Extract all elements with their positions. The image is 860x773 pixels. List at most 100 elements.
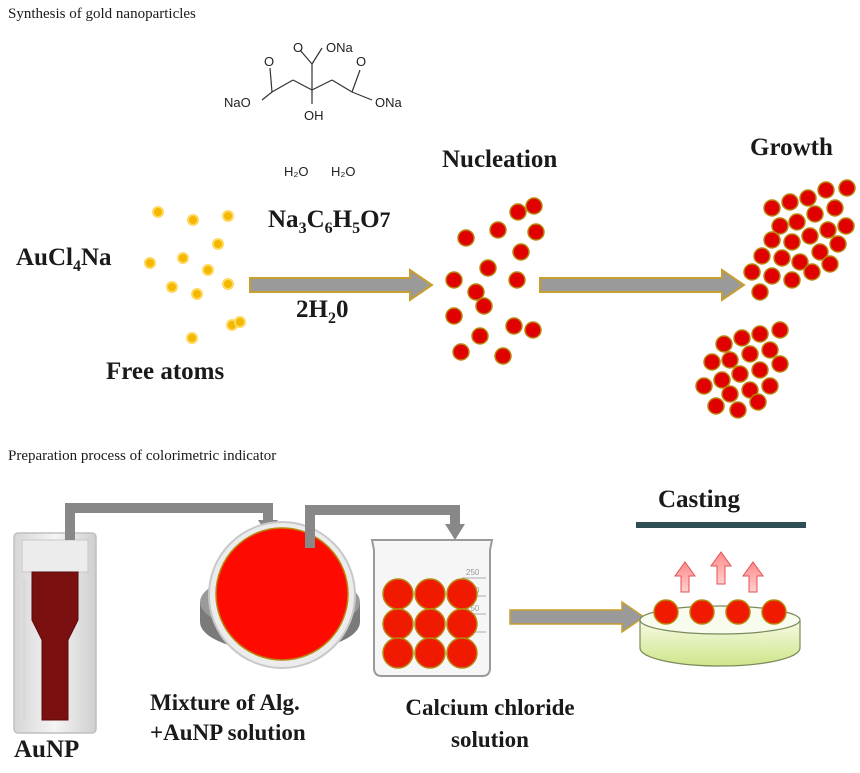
nucleus-particle bbox=[505, 317, 523, 335]
aunp-label: AuNP bbox=[14, 736, 80, 763]
gold-atom bbox=[187, 214, 199, 226]
water-sub: 2 bbox=[327, 310, 336, 327]
citrate-label: O bbox=[293, 40, 303, 55]
nucleus-particle bbox=[471, 327, 489, 345]
growth-particle bbox=[788, 213, 806, 231]
preparation-section-title: Preparation process of colorimetric indi… bbox=[8, 448, 277, 464]
growth-particle bbox=[715, 335, 733, 353]
mixture-label-line2: +AuNP solution bbox=[150, 720, 306, 745]
reagent-part: O bbox=[360, 206, 380, 233]
growth-particle bbox=[707, 397, 725, 415]
bond bbox=[311, 79, 333, 91]
growth-particle bbox=[837, 217, 855, 235]
citrate-structure bbox=[261, 47, 373, 104]
nucleus-particle bbox=[508, 271, 526, 289]
alginate-bead bbox=[382, 637, 414, 669]
bond bbox=[269, 67, 273, 93]
growth-particle bbox=[695, 377, 713, 395]
process-arrow-1 bbox=[249, 268, 434, 302]
growth-particle bbox=[771, 355, 789, 373]
alginate-bead bbox=[446, 608, 478, 640]
bond bbox=[271, 79, 294, 93]
growth-label: Growth bbox=[750, 134, 833, 161]
nucleus-particle bbox=[489, 221, 507, 239]
nucleation-group bbox=[445, 197, 545, 365]
citrate-label: O bbox=[356, 54, 366, 69]
precursor-sub: 4 bbox=[72, 258, 81, 275]
mixture-label-line1: Mixture of Alg. bbox=[150, 690, 300, 715]
growth-particle bbox=[803, 263, 821, 281]
growth-particle bbox=[826, 199, 844, 217]
gold-atom bbox=[222, 278, 234, 290]
free-atoms-group bbox=[144, 206, 246, 344]
process-arrow-2 bbox=[539, 268, 746, 302]
precursor-suffix: Na bbox=[80, 244, 112, 271]
alginate-beads bbox=[382, 578, 478, 669]
precursor-text: AuCl bbox=[16, 244, 73, 271]
alginate-bead bbox=[446, 637, 478, 669]
gold-atom bbox=[222, 210, 234, 222]
nucleus-particle bbox=[475, 297, 493, 315]
casting-bead bbox=[653, 599, 679, 625]
process-arrow-3 bbox=[509, 600, 646, 634]
water-part: 0 bbox=[335, 296, 349, 323]
reagent-formula: Na3C6H5O7 bbox=[268, 206, 391, 238]
beaker-mark: 250 bbox=[466, 568, 480, 577]
casting-bead bbox=[689, 599, 715, 625]
growth-particle bbox=[783, 271, 801, 289]
growth-particle bbox=[741, 345, 759, 363]
citrate-label: OH bbox=[304, 108, 324, 123]
aunp-cuvette bbox=[13, 532, 97, 734]
nucleus-particle bbox=[525, 197, 543, 215]
alginate-bead bbox=[414, 608, 446, 640]
alginate-bead bbox=[414, 637, 446, 669]
casting-bead bbox=[725, 599, 751, 625]
water-part: 2H bbox=[296, 296, 328, 323]
nucleus-particle bbox=[509, 203, 527, 221]
gold-atom bbox=[152, 206, 164, 218]
growth-particle bbox=[753, 247, 771, 265]
precursor-label: AuCl4Na bbox=[16, 244, 112, 276]
growth-particle bbox=[771, 217, 789, 235]
reagent-sub: 3 bbox=[298, 220, 307, 237]
evaporation-arrows bbox=[674, 551, 764, 593]
nucleus-particle bbox=[452, 343, 470, 361]
evaporation-arrow bbox=[674, 561, 696, 593]
growth-particle bbox=[817, 181, 835, 199]
nucleus-particle bbox=[527, 223, 545, 241]
growth-particle bbox=[829, 235, 847, 253]
growth-particle bbox=[806, 205, 824, 223]
nucleus-particle bbox=[524, 321, 542, 339]
growth-particle bbox=[821, 255, 839, 273]
nucleus-particle bbox=[457, 229, 475, 247]
growth-particle bbox=[751, 325, 769, 343]
citrate-label: ONa bbox=[375, 95, 403, 110]
evaporation-arrow bbox=[742, 561, 764, 593]
casting-label: Casting bbox=[658, 486, 740, 513]
calcium-label: Calcium chloride solution bbox=[372, 692, 608, 756]
growth-particle bbox=[791, 253, 809, 271]
gold-atom bbox=[166, 281, 178, 293]
growth-particle bbox=[749, 393, 767, 411]
free-atoms-label: Free atoms bbox=[106, 358, 225, 385]
growth-particle bbox=[743, 263, 761, 281]
growth-particle bbox=[763, 231, 781, 249]
gold-atom bbox=[212, 238, 224, 250]
gold-atom bbox=[202, 264, 214, 276]
water-label: H₂O bbox=[331, 164, 356, 179]
citrate-label: ONa bbox=[326, 40, 354, 55]
citrate-label: NaO bbox=[224, 95, 251, 110]
casting-bar bbox=[636, 522, 806, 528]
reagent-sub: 5 bbox=[352, 220, 361, 237]
alginate-bead bbox=[414, 578, 446, 610]
growth-particle bbox=[721, 385, 739, 403]
growth-particle bbox=[733, 329, 751, 347]
growth-particle bbox=[783, 233, 801, 251]
transfer-arrow-2-head bbox=[445, 524, 465, 540]
growth-particle bbox=[801, 227, 819, 245]
mixture-dish bbox=[200, 521, 360, 669]
transfer-arrow-1 bbox=[65, 503, 273, 540]
bond bbox=[351, 91, 373, 101]
